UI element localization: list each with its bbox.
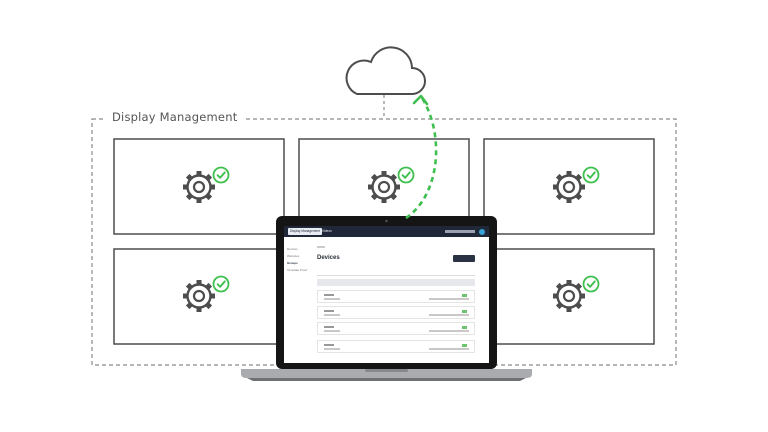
tab-videos[interactable]: Videos [322, 229, 332, 233]
breadcrumb [317, 246, 325, 248]
account-info [445, 230, 475, 233]
nav-template-proof[interactable]: Template Proof [287, 268, 308, 272]
avatar[interactable] [479, 228, 485, 235]
table-row[interactable] [317, 322, 475, 335]
table-row[interactable] [317, 290, 475, 303]
tab-display-management[interactable]: Display Management [288, 228, 322, 235]
check-circle-icon [582, 275, 600, 293]
gear-icon [368, 171, 400, 203]
page-title: Devices [317, 255, 340, 261]
gear-icon [183, 171, 215, 203]
nav-devices[interactable]: Devices [287, 247, 298, 251]
check-circle-icon [397, 166, 415, 184]
display-3 [483, 138, 655, 235]
nav-websites[interactable]: Websites [287, 254, 300, 258]
check-circle-icon [212, 166, 230, 184]
table-header [317, 279, 475, 286]
display-1 [113, 138, 285, 235]
display-4 [113, 248, 285, 345]
app-topbar: Display Management Videos [284, 226, 489, 237]
laptop-screen: Display Management Videos Devices Websit… [284, 226, 489, 363]
add-device-button[interactable] [453, 255, 475, 262]
table-row[interactable] [317, 340, 475, 353]
check-circle-icon [582, 166, 600, 184]
group-title: Display Management [106, 110, 244, 124]
cloud-icon [345, 46, 426, 95]
gear-icon [553, 171, 585, 203]
table-row[interactable] [317, 306, 475, 319]
gear-icon [183, 280, 215, 312]
gear-icon [553, 280, 585, 312]
check-circle-icon [212, 275, 230, 293]
arrow-head [412, 94, 429, 106]
side-nav: Devices Websites Groups Template Proof [287, 246, 309, 274]
search-input[interactable] [317, 269, 475, 276]
sync-arrow [405, 97, 438, 220]
laptop-base [241, 369, 532, 378]
nav-groups[interactable]: Groups [287, 261, 298, 265]
display-5 [483, 248, 655, 345]
